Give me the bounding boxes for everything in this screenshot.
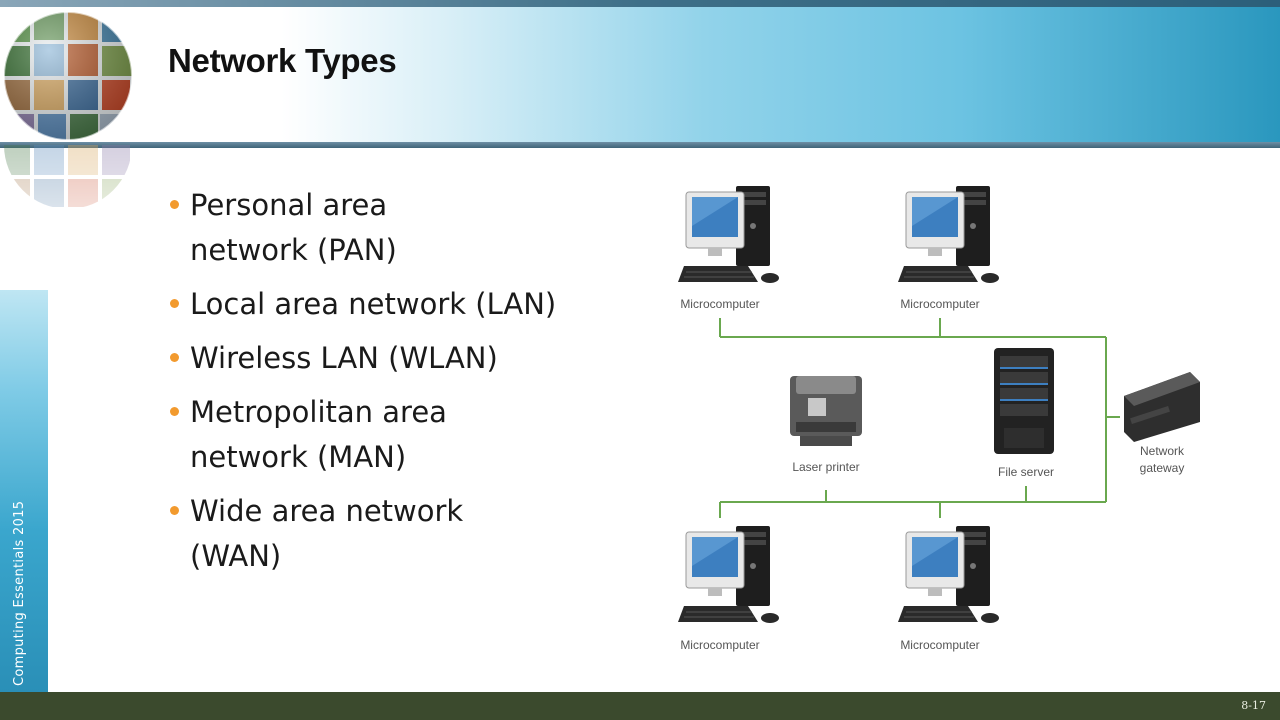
- label-microcomputer: Microcomputer: [680, 297, 759, 311]
- microcomputer-icon: [677, 525, 780, 624]
- bullet-text-line1: Wireless LAN (WLAN): [190, 341, 498, 375]
- bullet-text-line1: Local area network (LAN): [190, 287, 557, 321]
- bullet-dot-icon: [170, 407, 179, 416]
- bullet-dot-icon: [170, 353, 179, 362]
- bullet-list: Personal area network (PAN) Local area n…: [168, 183, 598, 588]
- photo-globe-logo: [3, 11, 133, 141]
- label-microcomputer: Microcomputer: [900, 297, 979, 311]
- bullet-dot-icon: [170, 200, 179, 209]
- slide-number: 8-17: [1241, 699, 1266, 712]
- header-band: [0, 7, 1280, 142]
- file-server-icon: [994, 348, 1054, 454]
- label-microcomputer: Microcomputer: [900, 638, 979, 652]
- bullet-item-wan: Wide area network (WAN): [168, 489, 598, 579]
- bullet-item-lan: Local area network (LAN): [168, 282, 598, 327]
- microcomputer-icon: [677, 185, 780, 284]
- footer-bar: [0, 692, 1280, 720]
- bullet-text-line2: network (PAN): [190, 233, 397, 267]
- sidebar-book-title: Computing Essentials 2015: [12, 500, 27, 686]
- label-microcomputer: Microcomputer: [680, 638, 759, 652]
- laser-printer-icon: [790, 376, 862, 446]
- network-gateway-icon: [1124, 372, 1200, 442]
- bullet-text-line1: Personal area: [190, 188, 388, 222]
- label-network-gateway-line2: gateway: [1140, 461, 1185, 475]
- header-divider: [0, 142, 1280, 148]
- bullet-dot-icon: [170, 506, 179, 515]
- photo-globe-reflection: [0, 145, 140, 275]
- microcomputer-icon: [897, 525, 1000, 624]
- microcomputer-icon: [897, 185, 1000, 284]
- network-diagram: Microcomputer Microcomputer Laser printe…: [677, 185, 1200, 652]
- bullet-dot-icon: [170, 299, 179, 308]
- bullet-item-wlan: Wireless LAN (WLAN): [168, 336, 598, 381]
- bullet-text-line2: (WAN): [190, 539, 282, 573]
- bullet-text-line2: network (MAN): [190, 440, 407, 474]
- label-file-server: File server: [998, 465, 1054, 479]
- bullet-text-line1: Wide area network: [190, 494, 464, 528]
- bullet-item-pan: Personal area network (PAN): [168, 183, 598, 273]
- top-stripe: [0, 0, 1280, 7]
- slide-title: Network Types: [168, 42, 397, 79]
- bullet-text-line1: Metropolitan area: [190, 395, 447, 429]
- label-network-gateway: Network: [1140, 444, 1185, 458]
- network-lines: [719, 318, 1120, 518]
- label-laser-printer: Laser printer: [792, 460, 859, 474]
- left-side-bar: [0, 290, 48, 692]
- bullet-item-man: Metropolitan area network (MAN): [168, 390, 598, 480]
